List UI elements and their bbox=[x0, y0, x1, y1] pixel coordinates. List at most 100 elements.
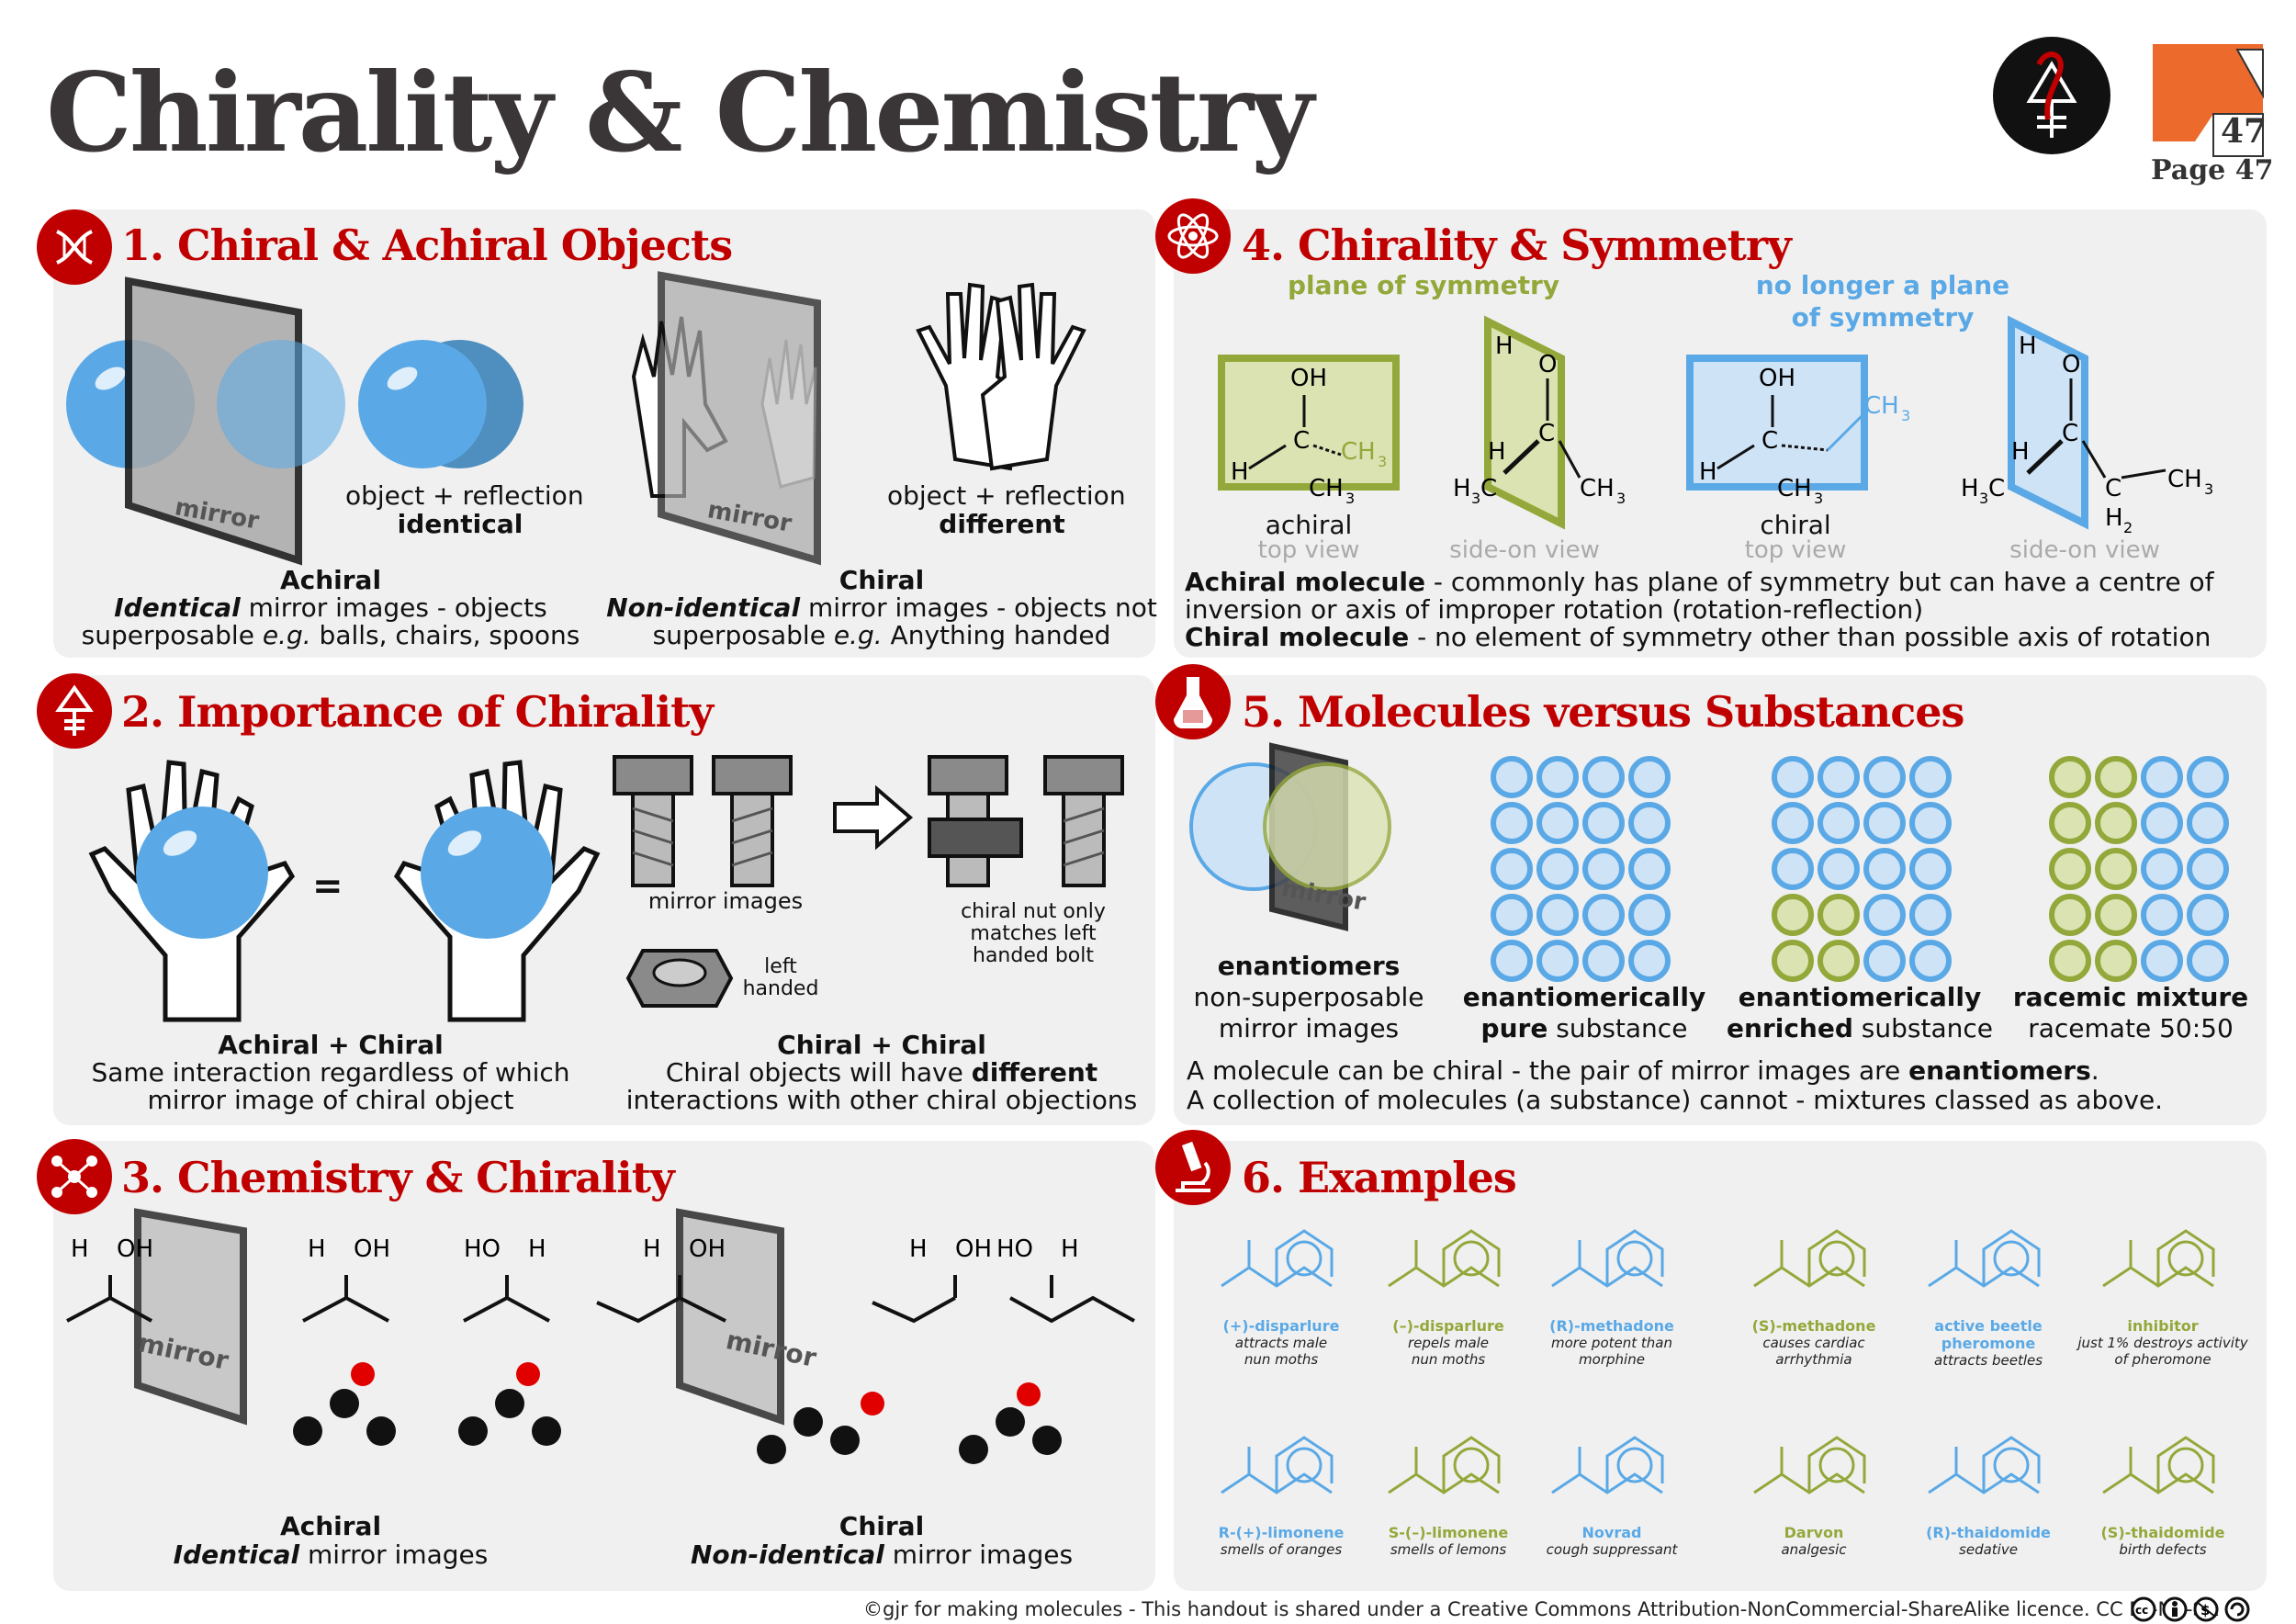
molecule-circle bbox=[2049, 848, 2091, 890]
svg-text:H: H bbox=[2105, 504, 2123, 532]
example-desc: attracts male bbox=[1234, 1335, 1328, 1351]
enantiomers-heading: enantiomers bbox=[1217, 951, 1401, 981]
example-desc: smells of lemons bbox=[1390, 1541, 1507, 1558]
panel1-title: 1. Chiral & Achiral Objects bbox=[121, 220, 733, 270]
example-name: Darvon bbox=[1784, 1524, 1844, 1541]
overlapping-balls bbox=[358, 340, 523, 468]
molecule-circle bbox=[1536, 848, 1579, 890]
example-name: S-(–)-limonene bbox=[1388, 1524, 1509, 1541]
page-number: 47 bbox=[2221, 112, 2268, 151]
enriched-desc: enriched substance bbox=[1727, 1013, 1994, 1043]
svg-text:H: H bbox=[1961, 475, 1979, 502]
chiral-desc-line2: superposable e.g. Anything handed bbox=[652, 620, 1111, 650]
molecule-circle bbox=[1582, 940, 1625, 982]
left-handed-label-2: handed bbox=[742, 977, 819, 1000]
svg-text:C: C bbox=[2105, 475, 2122, 502]
molecule-circle bbox=[1909, 940, 1952, 982]
svg-text:H: H bbox=[1231, 458, 1249, 486]
svg-text:C: C bbox=[2062, 420, 2078, 447]
molecule-icon bbox=[37, 1139, 112, 1214]
chiral-heading: Chiral bbox=[838, 565, 925, 595]
svg-text:H: H bbox=[909, 1235, 928, 1263]
molecule-circle bbox=[1863, 940, 1906, 982]
equals-sign: = bbox=[312, 865, 343, 908]
achiral-side-view: side-on view bbox=[1449, 536, 1600, 564]
molecule-circle bbox=[2187, 802, 2229, 844]
molecule-circle bbox=[1818, 756, 1860, 798]
svg-text:OH: OH bbox=[117, 1235, 153, 1263]
molecule-circle bbox=[1909, 848, 1952, 890]
arrow-right-icon bbox=[833, 784, 914, 851]
molecule-circle bbox=[1909, 756, 1952, 798]
chiral-heading-3: Chiral bbox=[838, 1511, 925, 1541]
molecule-circle bbox=[2141, 894, 2183, 936]
molecule-circle bbox=[1628, 848, 1671, 890]
example-desc: arrhythmia bbox=[1775, 1351, 1852, 1368]
panel2-title: 2. Importance of Chirality bbox=[121, 687, 714, 737]
structure-drawing bbox=[1928, 1436, 2041, 1494]
svg-text:cc: cc bbox=[2135, 1604, 2148, 1617]
molecule-circle bbox=[1772, 940, 1814, 982]
svg-text:H: H bbox=[1488, 438, 1506, 466]
svg-text:O: O bbox=[2062, 351, 2080, 378]
molecule-circle bbox=[2095, 940, 2137, 982]
example-name: (S)-methadone bbox=[1751, 1317, 1876, 1335]
svg-text:3: 3 bbox=[1345, 490, 1355, 507]
nut-note-3: handed bolt bbox=[973, 944, 1094, 967]
svg-text:3: 3 bbox=[1979, 490, 1988, 507]
structure-drawing bbox=[1551, 1436, 1664, 1494]
atom-icon bbox=[1155, 198, 1231, 274]
svg-text:H: H bbox=[71, 1235, 89, 1263]
molecule-circle bbox=[2049, 894, 2091, 936]
example-desc: of pheromone bbox=[2114, 1351, 2212, 1368]
panel4-title: 4. Chirality & Symmetry bbox=[1242, 220, 1792, 270]
svg-text:OH: OH bbox=[1290, 365, 1327, 392]
molecule-circle bbox=[1536, 940, 1579, 982]
molecule-circle bbox=[1863, 894, 1906, 936]
svg-text:HO: HO bbox=[996, 1235, 1033, 1263]
example-desc: nun moths bbox=[1411, 1351, 1486, 1368]
example-name: (–)-disparlure bbox=[1392, 1317, 1504, 1335]
identical-caption-1: object + reflection bbox=[345, 480, 584, 511]
molecule-circle bbox=[1491, 940, 1533, 982]
example-name: (R)-thaidomide bbox=[1926, 1524, 2051, 1541]
achiral-mol-label: achiral bbox=[1265, 510, 1353, 540]
achiral-chiral-heading: Achiral + Chiral bbox=[218, 1030, 444, 1060]
svg-text:3: 3 bbox=[1814, 490, 1823, 507]
molecule-circle bbox=[1582, 802, 1625, 844]
molecule-circle bbox=[1909, 894, 1952, 936]
mirror-images-label: mirror images bbox=[647, 888, 804, 914]
page-label: Page 47 bbox=[2151, 154, 2274, 186]
molecule-circle bbox=[2049, 940, 2091, 982]
molecule-circle bbox=[1536, 894, 1579, 936]
cc-licence-icons: cc $ bbox=[2131, 1596, 2268, 1622]
flask-icon bbox=[1155, 664, 1231, 739]
no-plane-label-2: of symmetry bbox=[1791, 302, 1975, 333]
svg-text:3: 3 bbox=[1901, 407, 1910, 424]
svg-text:H: H bbox=[1453, 475, 1471, 502]
enantiomer-mirror-drawing bbox=[1189, 742, 1391, 931]
pure-heading: enantiomerically bbox=[1462, 982, 1706, 1012]
example-name: (+)-disparlure bbox=[1222, 1317, 1340, 1335]
racemic-desc: racemate 50:50 bbox=[2028, 1013, 2234, 1043]
molecule-circle bbox=[1582, 756, 1625, 798]
svg-text:H: H bbox=[643, 1235, 661, 1263]
structure-drawing bbox=[1388, 1229, 1501, 1288]
svg-text:2: 2 bbox=[2123, 519, 2133, 536]
svg-text:H: H bbox=[2011, 438, 2030, 466]
svg-text:HO: HO bbox=[464, 1235, 501, 1263]
svg-text:3: 3 bbox=[2204, 480, 2213, 498]
hex-nut-icon bbox=[625, 949, 734, 1008]
molecule-circle bbox=[1772, 848, 1814, 890]
achiral-mirror-illustration bbox=[66, 276, 345, 566]
achiral-desc-3: Identical mirror images bbox=[173, 1539, 489, 1570]
example-desc: analgesic bbox=[1781, 1541, 1847, 1558]
example-desc: just 1% destroys activity bbox=[2077, 1335, 2248, 1351]
enantiomers-desc-1: non-superposable bbox=[1193, 982, 1424, 1012]
